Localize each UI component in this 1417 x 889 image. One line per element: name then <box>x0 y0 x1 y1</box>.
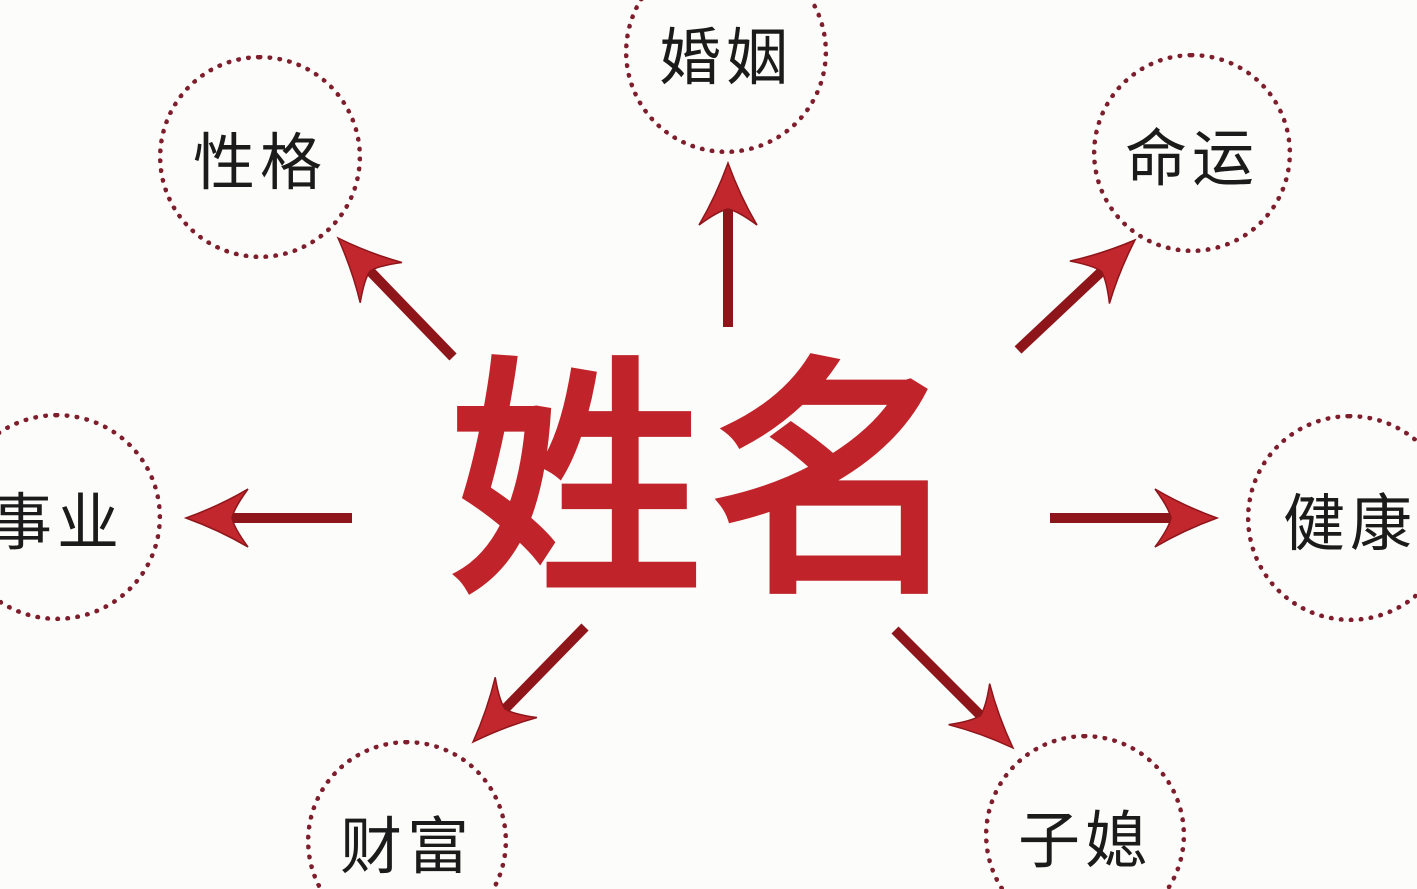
arrow-to-destiny <box>1014 238 1137 354</box>
arrow-to-marriage <box>698 160 758 327</box>
node-children-label: 子媳 <box>1017 807 1152 876</box>
arrow-to-career <box>183 488 352 548</box>
node-health: 健康 <box>1246 414 1417 622</box>
node-personality-label: 性格 <box>192 129 327 198</box>
node-health-label: 健康 <box>1282 490 1417 559</box>
node-marriage-label: 婚姻 <box>658 24 793 93</box>
node-wealth-label: 财富 <box>339 813 474 882</box>
node-personality: 性格 <box>158 55 362 259</box>
center-title: 姓名 <box>449 345 970 625</box>
arrow-to-children <box>891 626 1015 750</box>
arrow-to-wealth <box>471 623 589 744</box>
node-children: 子媳 <box>984 734 1186 889</box>
node-destiny: 命运 <box>1092 53 1292 253</box>
arrow-to-health <box>1050 488 1220 548</box>
node-career-label: 事业 <box>0 489 124 558</box>
node-destiny-label: 命运 <box>1124 125 1259 194</box>
node-marriage: 婚姻 <box>624 0 828 154</box>
arrow-to-personality <box>336 236 457 361</box>
